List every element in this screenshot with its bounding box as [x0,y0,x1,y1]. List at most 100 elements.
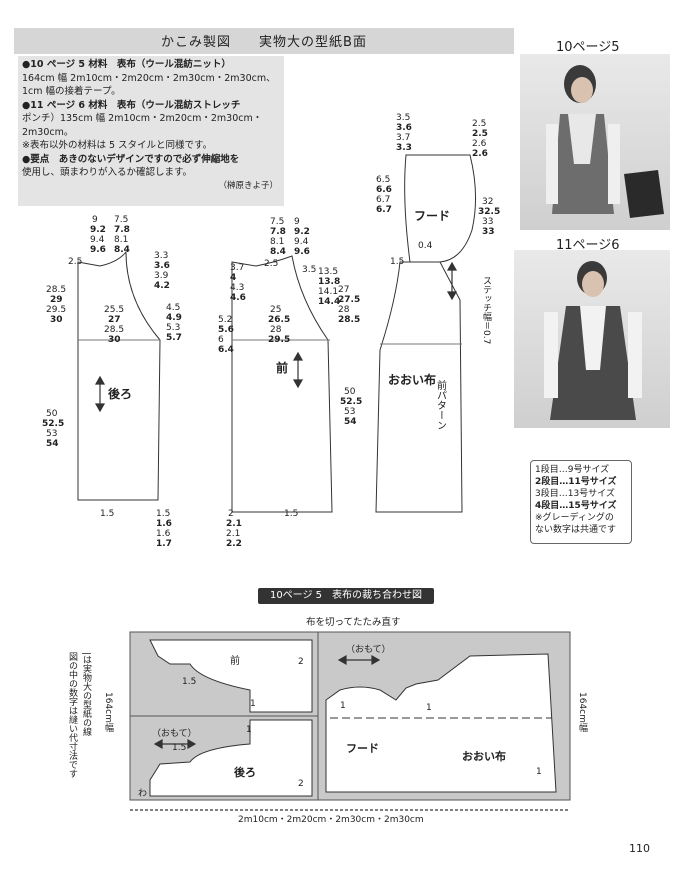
photo-label-top: 10ページ5 [556,40,620,55]
svg-text:9.6: 9.6 [294,247,310,257]
label-hood: フード [414,209,450,223]
svg-text:29.5: 29.5 [46,305,66,315]
layout-omote1: （おもて） [346,644,391,655]
svg-text:8.1: 8.1 [270,237,284,247]
svg-text:26.5: 26.5 [268,315,290,325]
svg-text:1.6: 1.6 [156,529,171,539]
svg-text:0.4: 0.4 [418,241,433,251]
photo-bottom [514,250,670,428]
svg-text:6.7: 6.7 [376,205,392,215]
layout-label-front: 前 [230,654,240,667]
svg-text:5.7: 5.7 [166,333,182,343]
svg-text:28.5: 28.5 [104,325,124,335]
svg-text:28.5: 28.5 [46,285,66,295]
svg-text:27: 27 [338,285,349,295]
svg-text:7.5: 7.5 [114,215,128,225]
layout-legend: 図の中の数字は縫い代寸法です [67,652,78,778]
label-cover: おおい布 [388,372,436,387]
svg-text:9.2: 9.2 [90,225,106,235]
svg-text:53: 53 [46,429,57,439]
svg-text:3.3: 3.3 [396,143,412,153]
model-figure-top [546,65,664,218]
svg-text:8.4: 8.4 [270,247,286,257]
svg-text:9.4: 9.4 [294,237,309,247]
layout-label-back: 後ろ [234,765,256,779]
material-p10-line1: ●10 ページ 5 材料 表布（ウール混紡ニット） [22,59,231,70]
svg-text:9.6: 9.6 [90,245,106,255]
svg-text:30: 30 [50,315,63,325]
svg-text:1.5: 1.5 [156,509,170,519]
svg-text:27.5: 27.5 [338,295,360,305]
material-note: ※表布以外の材料は 5 スタイルと同様です。 [22,140,213,151]
fold-note: 布を切ってたたみ直す [306,617,401,628]
svg-text:3.6: 3.6 [154,261,170,271]
svg-text:2.5: 2.5 [472,119,486,129]
svg-text:1: 1 [250,699,256,709]
layout-omote2: （おもて） [152,728,197,739]
svg-text:2.5: 2.5 [472,129,488,139]
svg-text:54: 54 [344,417,357,427]
size-note2: ない数字は共通です [535,525,617,535]
layout-length: 2m10cm・2m20cm・2m30cm・2m30cm [238,815,424,825]
svg-text:9.2: 9.2 [294,227,310,237]
svg-text:4.5: 4.5 [166,303,180,313]
svg-text:13.5: 13.5 [318,267,338,277]
size-note1: ※グレーディングの [535,513,614,523]
svg-text:3.7: 3.7 [396,133,410,143]
svg-text:3.5: 3.5 [396,113,410,123]
layout-label-hood: フード [346,742,379,755]
page-number: 110 [629,842,650,855]
svg-text:3.5: 3.5 [302,265,316,275]
svg-text:52.5: 52.5 [340,397,362,407]
svg-text:33: 33 [482,217,493,227]
size-row3: 3段目…13号サイズ [535,489,615,499]
svg-text:8.1: 8.1 [114,235,128,245]
svg-text:13.8: 13.8 [318,277,340,287]
svg-text:2: 2 [228,509,234,519]
size-row1: 1段目…9号サイズ [535,465,610,475]
svg-text:1: 1 [246,725,252,735]
svg-text:28: 28 [338,305,350,315]
svg-text:53: 53 [344,407,355,417]
svg-text:6.7: 6.7 [376,195,390,205]
svg-text:3.9: 3.9 [154,271,169,281]
svg-text:27: 27 [108,315,121,325]
svg-text:6.4: 6.4 [218,345,234,355]
svg-text:32.5: 32.5 [478,207,500,217]
svg-text:14.1: 14.1 [318,287,338,297]
svg-text:28: 28 [270,325,282,335]
svg-text:1.6: 1.6 [156,519,172,529]
svg-text:4.3: 4.3 [230,283,244,293]
size-row2: 2段目…11号サイズ [535,477,617,487]
materials-box [18,56,284,206]
svg-text:52.5: 52.5 [42,419,64,429]
svg-text:4: 4 [230,273,236,283]
svg-text:7.5: 7.5 [270,217,284,227]
svg-text:9: 9 [294,217,300,227]
svg-text:25: 25 [270,305,281,315]
material-p10-line3: 1cm 幅の接着テープ。 [22,86,121,97]
layout-wa: わ [138,788,147,799]
svg-text:3.7: 3.7 [230,263,244,273]
svg-text:4.6: 4.6 [230,293,246,303]
label-front-pattern: 前パターン [435,379,447,430]
svg-text:1.5: 1.5 [390,257,404,267]
svg-text:6.6: 6.6 [376,185,392,195]
svg-text:29: 29 [50,295,63,305]
svg-text:9.4: 9.4 [90,235,105,245]
svg-text:2.1: 2.1 [226,529,240,539]
svg-text:4.9: 4.9 [166,313,182,323]
svg-text:29.5: 29.5 [268,335,290,345]
svg-text:2.5: 2.5 [68,257,82,267]
layout-width-right: 164cm幅 [577,692,588,733]
svg-text:3.3: 3.3 [154,251,168,261]
svg-text:1: 1 [340,701,346,711]
svg-text:5.6: 5.6 [218,325,234,335]
svg-text:1.5: 1.5 [284,509,298,519]
header-bar [14,28,514,54]
material-p10-line2: 164cm 幅 2m10cm・2m20cm・2m30cm・2m30cm、 [22,72,276,84]
layout-legend2: |は実物大の型紙の線 [81,652,92,736]
svg-text:1.5: 1.5 [100,509,114,519]
svg-text:28.5: 28.5 [338,315,360,325]
